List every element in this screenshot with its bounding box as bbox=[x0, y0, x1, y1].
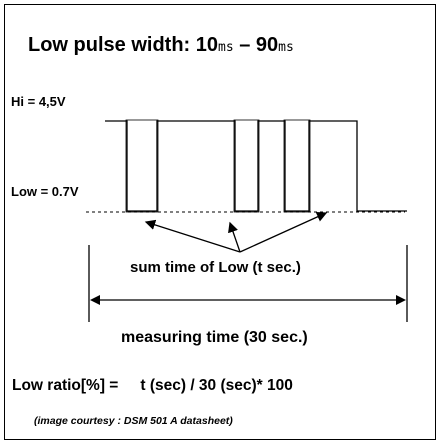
measuring-time-label: measuring time (30 sec.) bbox=[121, 329, 308, 346]
measure-arrow-right-head bbox=[396, 295, 406, 305]
diagram-border bbox=[4, 4, 436, 440]
title-unit-2: ms bbox=[278, 40, 294, 55]
image-credit: (image courtesy : DSM 501 A datasheet) bbox=[34, 415, 233, 427]
low-pulse-3 bbox=[283, 119, 311, 213]
sum-time-label: sum time of Low (t sec.) bbox=[130, 259, 301, 276]
title-separator: – 90 bbox=[233, 34, 279, 56]
title-text: Low pulse width: 10 bbox=[28, 34, 219, 56]
formula-lhs: Low ratio[%] = bbox=[12, 377, 119, 394]
low-pulse-1 bbox=[125, 119, 159, 213]
pointer-arrow-2 bbox=[228, 221, 241, 253]
measure-arrow-left-head bbox=[90, 295, 100, 305]
low-level-label: Low = 0.7V bbox=[11, 184, 79, 199]
pulse-waveform bbox=[105, 120, 407, 212]
formula-rhs: t (sec) / 30 (sec)* 100 bbox=[140, 377, 293, 394]
low-pulse-2 bbox=[233, 119, 260, 213]
pointer-arrow-3 bbox=[239, 212, 328, 253]
hi-level-label: Hi = 4,5V bbox=[11, 94, 66, 109]
title-unit-1: ms bbox=[218, 40, 234, 55]
diagram-title: Low pulse width: 10ms – 90ms bbox=[28, 34, 294, 57]
low-ratio-formula: Low ratio[%] = t (sec) / 30 (sec)* 100 bbox=[12, 377, 293, 395]
pointer-arrow-1 bbox=[144, 219, 241, 253]
